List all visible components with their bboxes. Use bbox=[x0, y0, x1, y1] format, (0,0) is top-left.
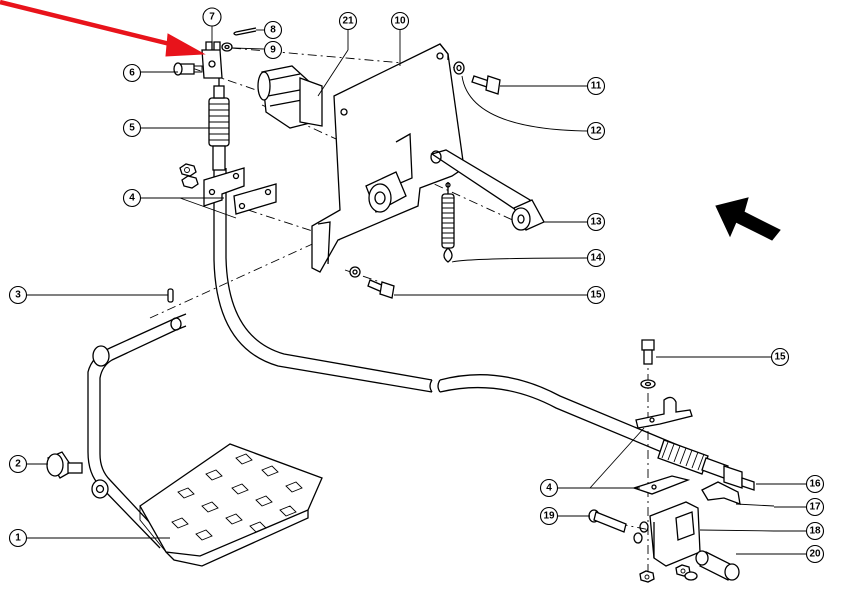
svg-text:12: 12 bbox=[590, 126, 602, 137]
svg-text:2: 2 bbox=[15, 459, 21, 470]
callout-18: 18 bbox=[805, 521, 825, 541]
callout-5: 5 bbox=[122, 118, 142, 138]
callout-20: 20 bbox=[805, 544, 825, 564]
callout-connectors bbox=[762, 356, 806, 555]
svg-text:5: 5 bbox=[129, 123, 135, 134]
svg-text:15: 15 bbox=[774, 352, 786, 363]
callout-16: 16 bbox=[805, 474, 825, 494]
direction-arrow bbox=[715, 197, 781, 241]
svg-text:6: 6 bbox=[129, 68, 135, 79]
callout-bubbles: 1 2 3 4 4 5 6 7 bbox=[8, 7, 825, 564]
callout-4-upper: 4 bbox=[122, 188, 142, 208]
callout-15-right: 15 bbox=[770, 347, 790, 367]
callout-7: 7 bbox=[202, 7, 222, 27]
callout-10: 10 bbox=[390, 11, 410, 31]
svg-text:14: 14 bbox=[590, 253, 602, 264]
clevis-pin bbox=[167, 288, 174, 303]
callout-15-center: 15 bbox=[586, 285, 606, 305]
callout-11: 11 bbox=[586, 76, 606, 96]
bolt-lower bbox=[349, 266, 395, 299]
svg-text:9: 9 bbox=[270, 45, 276, 56]
roller-sleeve-20 bbox=[695, 550, 740, 581]
svg-text:20: 20 bbox=[809, 549, 821, 560]
rubber-boot bbox=[257, 65, 323, 129]
cable-bracket-upper bbox=[179, 163, 277, 215]
callout-1: 1 bbox=[8, 528, 28, 548]
bolt-15-right bbox=[640, 339, 656, 389]
pedal-bracket-plate bbox=[311, 43, 465, 273]
cable-end-clip-16 bbox=[723, 465, 755, 491]
pedal-foot-pad bbox=[139, 443, 323, 567]
svg-text:21: 21 bbox=[342, 16, 354, 27]
svg-text:4: 4 bbox=[546, 483, 552, 494]
mounting-bracket-18 bbox=[639, 501, 701, 567]
cable-spring-upper bbox=[208, 64, 230, 171]
callout-9: 9 bbox=[263, 40, 283, 60]
cable-bracket-lower bbox=[631, 475, 691, 495]
rubber-stopper bbox=[46, 451, 83, 479]
clevis-screw bbox=[173, 62, 203, 76]
svg-text:11: 11 bbox=[591, 81, 602, 92]
hex-nut-upper bbox=[179, 163, 199, 189]
callout-8: 8 bbox=[263, 20, 283, 40]
nuts-lower bbox=[639, 564, 698, 583]
bushing-spacer bbox=[365, 171, 407, 213]
callout-21: 21 bbox=[338, 11, 358, 31]
pedal-arm bbox=[87, 313, 187, 549]
washer-small bbox=[221, 42, 233, 52]
callout-12: 12 bbox=[586, 121, 606, 141]
roller bbox=[511, 199, 545, 231]
cotter-pin bbox=[233, 27, 257, 36]
bolt-upper bbox=[453, 61, 501, 95]
callout-14: 14 bbox=[586, 248, 606, 268]
svg-text:18: 18 bbox=[809, 526, 821, 537]
svg-text:13: 13 bbox=[590, 217, 602, 228]
callout-19: 19 bbox=[539, 506, 559, 526]
cable-clevis bbox=[201, 41, 223, 79]
callout-13: 13 bbox=[586, 212, 606, 232]
red-pointer-arrow bbox=[0, 0, 206, 57]
svg-text:4: 4 bbox=[129, 193, 135, 204]
throttle-cable bbox=[208, 64, 729, 479]
return-spring bbox=[441, 182, 455, 263]
cable-spring-lower bbox=[657, 439, 729, 479]
callout-2: 2 bbox=[8, 454, 28, 474]
callout-3: 3 bbox=[8, 285, 28, 305]
svg-text:16: 16 bbox=[809, 479, 821, 490]
svg-text:15: 15 bbox=[590, 290, 602, 301]
svg-text:8: 8 bbox=[270, 25, 276, 36]
svg-text:3: 3 bbox=[15, 290, 21, 301]
svg-text:10: 10 bbox=[394, 16, 406, 27]
svg-text:19: 19 bbox=[543, 511, 555, 522]
svg-text:1: 1 bbox=[15, 533, 21, 544]
bolt-19 bbox=[588, 509, 643, 544]
callout-4-lower: 4 bbox=[539, 478, 559, 498]
svg-text:7: 7 bbox=[209, 12, 215, 23]
callout-6: 6 bbox=[122, 63, 142, 83]
callout-17: 17 bbox=[805, 497, 825, 517]
cable-clamp-saddle bbox=[635, 396, 693, 429]
svg-text:17: 17 bbox=[809, 502, 821, 513]
leader-lines bbox=[26, 26, 775, 555]
